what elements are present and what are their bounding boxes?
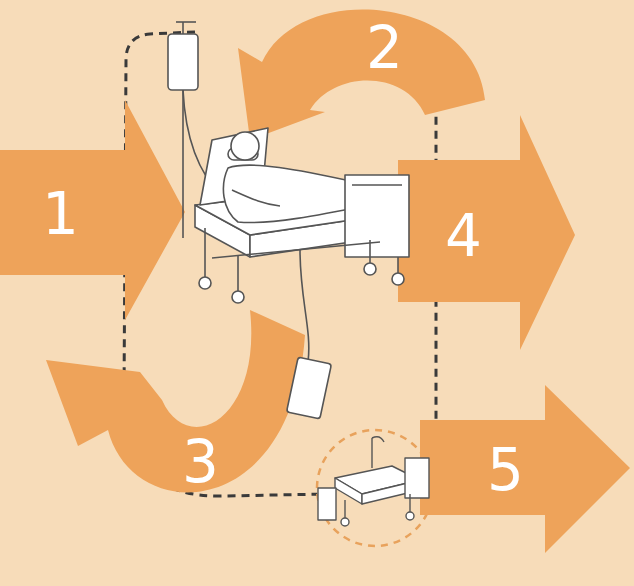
small-monitor (318, 488, 336, 520)
dashed-circle (317, 430, 433, 546)
callout-number: 2 (366, 19, 403, 77)
small-bed-side (335, 478, 362, 504)
small-bed-illustration (318, 437, 429, 526)
arrow-shape (238, 9, 485, 140)
callout-number: 1 (42, 185, 79, 243)
small-footboard (405, 458, 429, 498)
patient-arm (232, 190, 280, 206)
bed-leg (204, 228, 206, 278)
small-hook (372, 437, 384, 442)
wheel (199, 277, 211, 289)
arrow-shape (398, 115, 575, 350)
footboard-line (352, 184, 402, 186)
arrow-shape (0, 100, 185, 320)
patient-head (231, 132, 259, 160)
drain-tube (300, 250, 309, 362)
callout-number: 3 (182, 433, 219, 491)
callout-number: 5 (487, 441, 524, 499)
small-leg (409, 494, 410, 512)
arrow-shape (46, 310, 305, 492)
bed-leg (237, 255, 239, 292)
small-pole (371, 438, 372, 468)
iv-bag (168, 34, 198, 90)
small-leg (344, 500, 345, 518)
bed-leg (369, 240, 371, 264)
wheel (232, 291, 244, 303)
callout-number: 4 (445, 207, 482, 265)
arrow-shape (420, 385, 630, 553)
wheel (392, 273, 404, 285)
small-wheel (406, 512, 414, 520)
bed-illustration (168, 22, 409, 419)
bed-leg (397, 257, 399, 274)
wheel (364, 263, 376, 275)
iv-hook (176, 21, 196, 23)
drain-bag (287, 357, 332, 419)
small-wheel (341, 518, 349, 526)
